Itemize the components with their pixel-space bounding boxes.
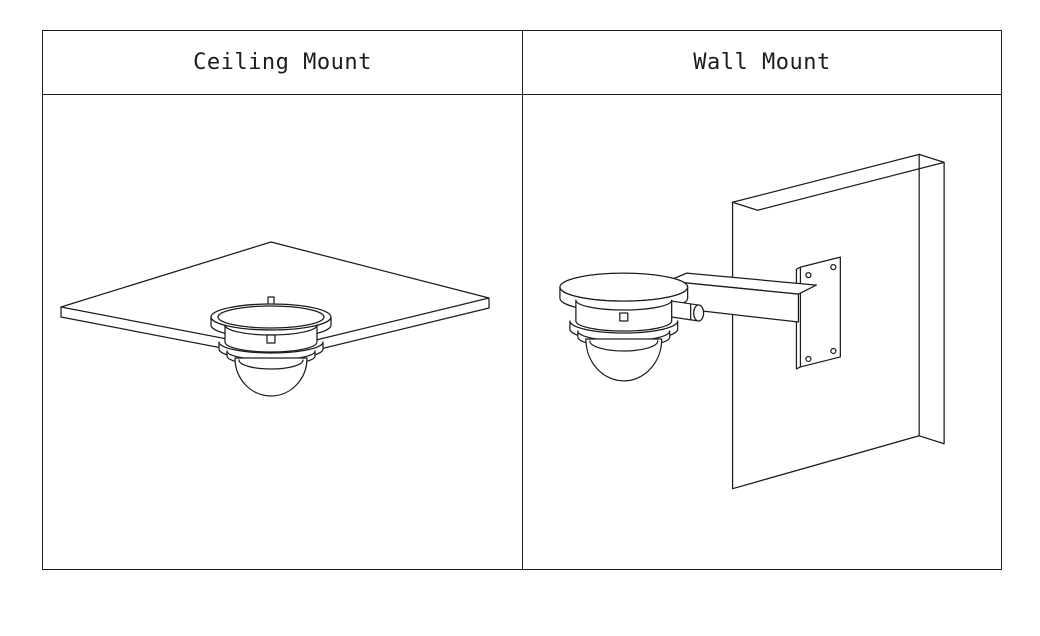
ceiling-mount-illustration-icon [60, 241, 490, 397]
wall-mount-label: Wall Mount [693, 50, 831, 75]
ceiling-mount-drawing-cell [43, 95, 522, 569]
wall-mount-illustration-icon [559, 153, 945, 490]
mount-options-table: Ceiling Mount Wall Mount [42, 30, 1002, 570]
ceiling-mount-header: Ceiling Mount [43, 31, 522, 95]
ceiling-mount-label: Ceiling Mount [193, 50, 372, 75]
wall-mount-drawing-cell [522, 95, 1001, 569]
wall-mount-header: Wall Mount [522, 31, 1001, 95]
